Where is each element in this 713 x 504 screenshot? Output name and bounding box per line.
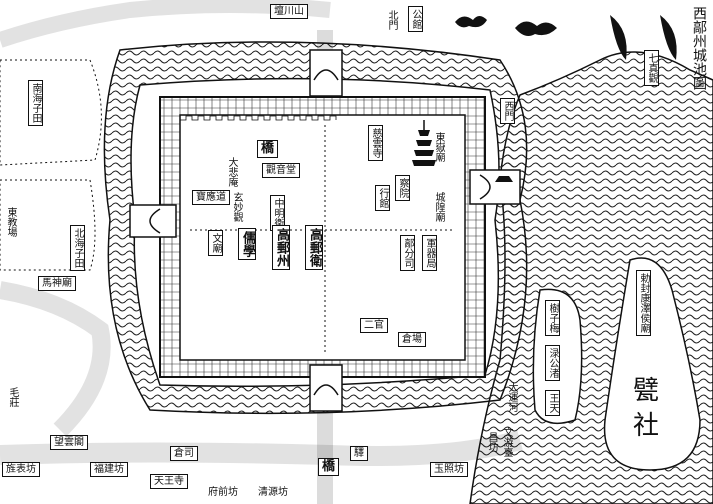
- label-guanyin: 觀音堂: [262, 163, 300, 178]
- label-bridge-top: 橋: [257, 140, 279, 158]
- label-er-guan: 二官: [360, 318, 388, 333]
- gate-west: [129, 204, 177, 238]
- island: [603, 257, 701, 471]
- label-nanhai-field: 南海子田: [28, 80, 43, 126]
- label-bottom10: 驛: [350, 446, 368, 461]
- pagoda: [412, 120, 436, 166]
- label-bottom4: 清源坊: [258, 487, 288, 498]
- canal-left: [0, 281, 111, 437]
- label-gongguan: 公館: [408, 6, 423, 32]
- gate-east: [469, 169, 521, 205]
- label-beiguan: 北門: [386, 10, 397, 30]
- label-ruxue: 儒學: [238, 228, 256, 260]
- label-xiguan: 西門: [500, 98, 515, 124]
- label-left1: 毛莊: [7, 387, 18, 407]
- label-bridge-bottom: 橋: [318, 458, 340, 476]
- label-dongyue: 東嶽廟: [433, 132, 444, 162]
- crenellation-top: [180, 115, 337, 121]
- label-biguan: 玄妙觀: [231, 192, 242, 222]
- label-lanshan: 渌公渚: [545, 345, 560, 381]
- label-xingcheng: 行館: [375, 185, 390, 211]
- label-river-right: 大運河: [506, 382, 517, 412]
- label-jiaochang: 東教場: [5, 207, 16, 237]
- label-wanggong: 王天: [545, 390, 560, 416]
- label-lianhua: 勅封康澤侯廟: [636, 270, 651, 336]
- glyph-island-2: 社: [633, 411, 660, 441]
- label-chengjian: 城隍廟: [433, 192, 444, 222]
- label-bottom3: 府前坊: [208, 487, 238, 498]
- label-fangchang: 鄗分司: [400, 235, 415, 271]
- cloud-decoration: [455, 15, 677, 60]
- label-baoyou: 寶應道: [192, 190, 230, 205]
- label-junzhi: 軍器局: [422, 235, 437, 271]
- label-bottom7: 福建坊: [90, 462, 128, 477]
- label-zhouzhi: 高郵州: [272, 225, 290, 270]
- gate-south: [309, 364, 343, 412]
- label-wenyou: 文游臺: [501, 427, 512, 457]
- field-left-bottom: [0, 179, 96, 271]
- label-rushan: 旌表坊: [2, 462, 40, 477]
- label-bottom5: 玉照坊: [430, 462, 468, 477]
- map-title: 西鄗州城池圖: [691, 6, 707, 90]
- canal-bottom: [0, 430, 523, 466]
- label-feigong: 樹子梅: [545, 300, 560, 336]
- label-jingjian: 察院: [395, 175, 410, 201]
- label-mashen: 馬神廟: [38, 276, 76, 291]
- label-guanchang: 倉場: [398, 332, 426, 347]
- label-bottom8: 望雲閣: [50, 435, 88, 450]
- label-bottom2: 倉司: [170, 446, 198, 461]
- label-bottom6: 昌坊: [486, 432, 497, 452]
- label-beihai-field: 北海子田: [70, 225, 85, 271]
- glyph-island-1: 甓: [633, 376, 660, 406]
- label-bottom1: 天王寺: [150, 474, 188, 489]
- label-mountain: 壇川山: [270, 4, 308, 19]
- label-shushi: 高郵衛: [305, 225, 323, 270]
- label-mingwei: 中明衛: [270, 195, 285, 231]
- label-taiping: 大悲庵: [226, 157, 237, 187]
- field-left-top: [0, 59, 102, 166]
- gate-north: [309, 49, 343, 97]
- label-wenmiao: 文廟: [208, 230, 223, 256]
- label-qiyuan: 七真觀: [644, 50, 659, 86]
- label-ciyun: 慈雲寺: [368, 125, 383, 161]
